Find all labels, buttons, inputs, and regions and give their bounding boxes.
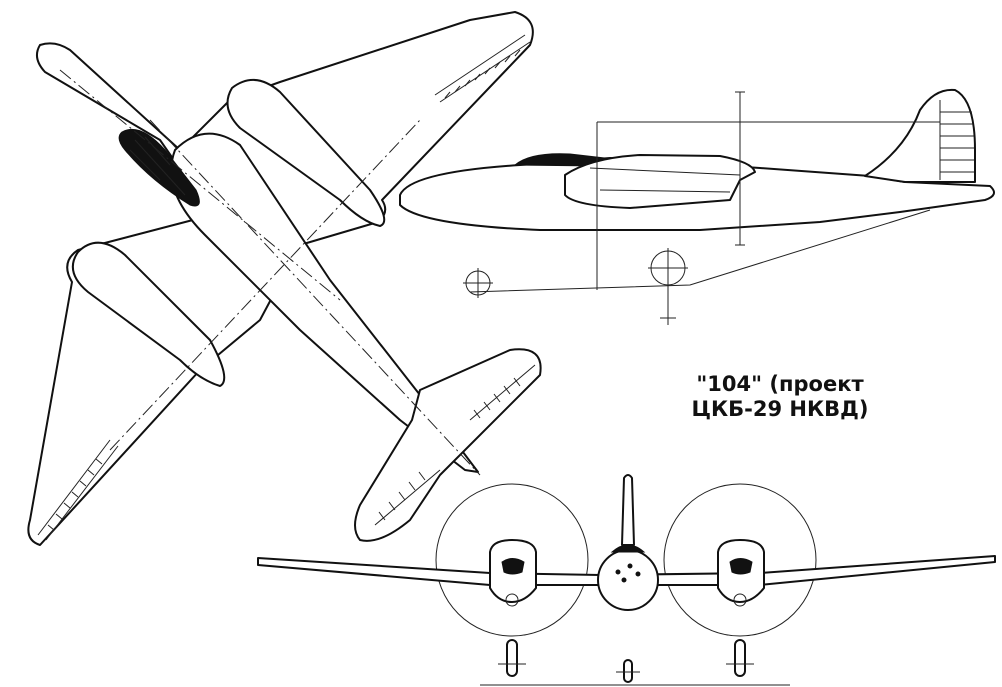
plan-view [27, 11, 542, 546]
plan-flap-left [37, 439, 119, 541]
front-fin [621, 474, 635, 546]
caption-line-1: "104" (проект [696, 372, 864, 396]
front-gear-tail [616, 659, 640, 683]
caption-line-2: ЦКБ-29 НКВД) [691, 397, 869, 421]
plan-elevator-hatch [374, 364, 536, 526]
front-nacelle-right [717, 539, 765, 607]
side-wheel-rear [463, 268, 493, 298]
drawing-caption: "104" (проект ЦКБ-29 НКВД) [630, 372, 930, 422]
plan-tailplane [354, 348, 542, 542]
front-prop-disc-right [663, 483, 817, 637]
side-wheel-main [648, 248, 688, 325]
plan-nacelle-left [71, 241, 226, 387]
front-view [257, 474, 996, 686]
plan-flap-right [434, 34, 531, 103]
plan-nacelle-right [226, 79, 386, 227]
plan-wing-datum [59, 69, 421, 451]
front-nacelle-left [489, 539, 537, 607]
front-gear-left [498, 639, 526, 677]
side-cockpit [513, 153, 606, 167]
side-fin [864, 88, 976, 183]
side-nacelle [564, 154, 756, 209]
front-fuselage [597, 549, 659, 611]
side-ref-lines [469, 91, 940, 293]
plan-cockpit [118, 128, 200, 207]
side-rudder-hatch [939, 100, 974, 180]
front-wing [257, 555, 996, 586]
front-prop-disc-left [435, 483, 589, 637]
side-view [399, 88, 995, 325]
plan-centreline [149, 119, 481, 476]
front-gear-right [726, 639, 754, 677]
